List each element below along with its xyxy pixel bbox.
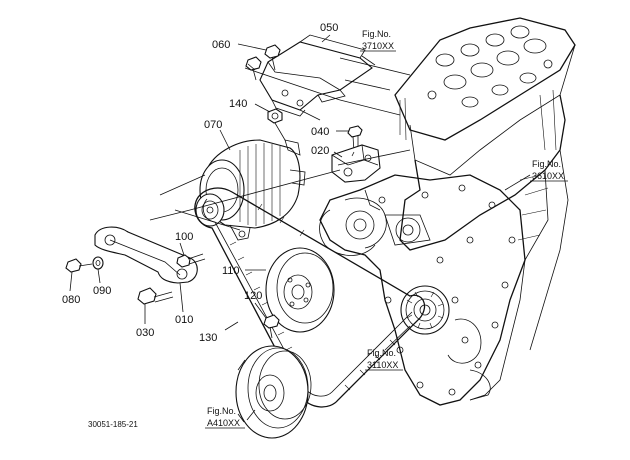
label-110: 110	[222, 265, 240, 277]
nut-140	[267, 108, 283, 124]
bolt-120	[263, 314, 280, 339]
adjusting-plate-010	[94, 226, 198, 284]
engine-block	[319, 17, 576, 406]
label-020: 020	[311, 145, 329, 157]
bolt-060	[245, 44, 281, 81]
fig-ref-3610-line1: Fig.No.	[532, 159, 561, 169]
fig-ref-3110: Fig.No. 3110XX	[365, 348, 403, 371]
fig-ref-a410-line2: A410XX	[207, 418, 240, 428]
fig-ref-3710-line1: Fig.No.	[362, 29, 391, 39]
bolt-080	[65, 258, 93, 273]
fig-ref-a410: Fig.No. A410XX	[205, 406, 245, 429]
fig-ref-3610-line2: 3610XX	[532, 171, 564, 181]
bolt-100	[176, 253, 206, 268]
label-100: 100	[175, 231, 193, 243]
label-060: 060	[212, 39, 230, 51]
label-050: 050	[320, 22, 338, 34]
fig-ref-3710: Fig.No. 3710XX	[360, 29, 396, 52]
label-030: 030	[136, 327, 154, 339]
label-070: 070	[204, 119, 222, 131]
leader-lines	[69, 34, 531, 421]
label-080: 080	[62, 294, 80, 306]
fig-ref-3710-line2: 3710XX	[362, 41, 394, 51]
fig-ref-3110-line1: Fig.No.	[367, 348, 396, 358]
drawing-code: 30051-185-21	[88, 420, 138, 429]
label-090: 090	[93, 285, 111, 297]
alternator-070	[195, 139, 306, 241]
fig-ref-3610: Fig.No. 3610XX	[530, 159, 568, 182]
label-120: 120	[244, 290, 262, 302]
label-010: 010	[175, 314, 193, 326]
washer-090	[92, 256, 104, 270]
label-130: 130	[199, 332, 217, 344]
fig-ref-a410-line1: Fig.No.	[207, 406, 236, 416]
crankshaft-pulley	[235, 345, 312, 439]
bolt-030	[137, 287, 174, 305]
label-040: 040	[311, 126, 329, 138]
label-140: 140	[229, 98, 247, 110]
fig-ref-3110-line2: 3110XX	[367, 360, 398, 370]
fan-pulley-110	[265, 247, 335, 333]
bracket-020	[331, 144, 381, 183]
